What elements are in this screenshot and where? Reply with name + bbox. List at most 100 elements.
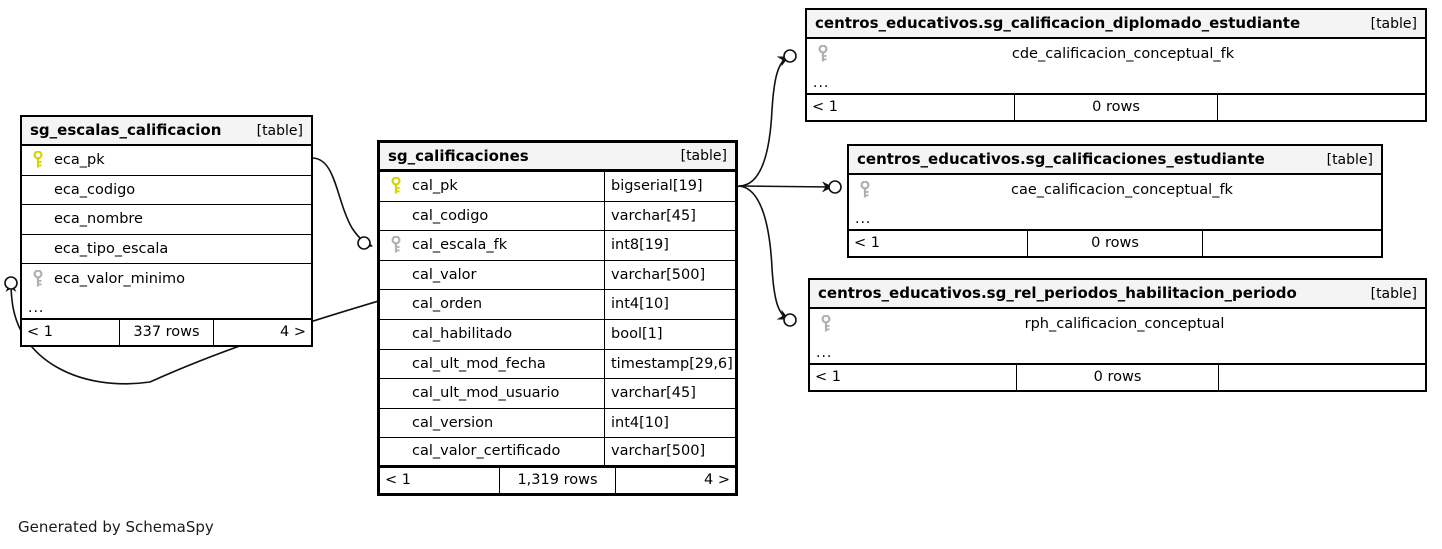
table-header: centros_educativos.sg_rel_periodos_habil… <box>810 280 1425 309</box>
table-row[interactable]: eca_codigo <box>22 175 311 206</box>
table-sg-calificaciones[interactable]: sg_calificaciones [table] cal_pk bigseri… <box>377 140 738 496</box>
next-page-button[interactable]: 4 > <box>704 472 730 489</box>
table-sg-calificacion-diplomado-estudiante[interactable]: centros_educativos.sg_calificacion_diplo… <box>805 8 1427 122</box>
table-name: centros_educativos.sg_calificaciones_est… <box>857 150 1265 168</box>
column-cell: cal_habilitado <box>380 320 604 349</box>
column-cell: cal_ult_mod_usuario <box>380 379 604 408</box>
column-cell: cae_calificacion_conceptual_fk <box>849 175 1381 205</box>
column-name: eca_nombre <box>54 211 143 228</box>
column-name: cal_ult_mod_fecha <box>412 355 546 372</box>
table-sg-rel-periodos-habilitacion-periodo[interactable]: centros_educativos.sg_rel_periodos_habil… <box>808 278 1427 392</box>
column-type: varchar[500] <box>604 438 735 465</box>
table-row[interactable]: cal_ult_mod_fecha timestamp[29,6] <box>380 349 735 380</box>
key-icon-primary <box>30 151 46 169</box>
key-icon-foreign <box>815 44 831 63</box>
more-columns-ellipsis[interactable]: ... <box>807 68 1425 95</box>
table-footer: < 1 0 rows <box>810 364 1425 390</box>
column-name: cal_orden <box>412 296 483 313</box>
column-cell: eca_tipo_escala <box>22 235 311 264</box>
table-row[interactable]: cae_calificacion_conceptual_fk <box>849 175 1381 205</box>
column-name: cal_escala_fk <box>412 237 508 254</box>
column-name: cae_calificacion_conceptual_fk <box>1011 181 1233 198</box>
column-cell: rph_calificacion_conceptual <box>810 309 1425 339</box>
next-page-button[interactable] <box>1203 231 1381 256</box>
column-type: int4[10] <box>604 408 735 438</box>
table-footer: < 1 0 rows <box>807 94 1425 120</box>
prev-page-button[interactable]: < 1 <box>812 98 838 115</box>
column-name: cal_version <box>412 414 494 431</box>
table-row[interactable]: cal_valor_certificado varchar[500] <box>380 438 735 468</box>
table-row[interactable]: cde_calificacion_conceptual_fk <box>807 39 1425 69</box>
table-row[interactable]: eca_tipo_escala <box>22 234 311 265</box>
table-row[interactable]: cal_orden int4[10] <box>380 290 735 320</box>
column-type: int4[10] <box>604 290 735 319</box>
table-sg-escalas-calificacion[interactable]: sg_escalas_calificacion [table] eca_pk <box>20 115 313 347</box>
column-cell: eca_pk <box>22 146 311 175</box>
column-name: eca_valor_minimo <box>54 270 185 287</box>
table-name: centros_educativos.sg_rel_periodos_habil… <box>818 284 1297 302</box>
table-tag: [table] <box>1370 15 1417 32</box>
column-name: cal_habilitado <box>412 326 513 343</box>
more-columns-ellipsis[interactable]: ... <box>849 204 1381 231</box>
table-tag: [table] <box>1370 285 1417 302</box>
row-count: 0 rows <box>1016 364 1219 390</box>
column-cell: eca_valor_minimo <box>22 264 311 294</box>
table-row[interactable]: cal_valor varchar[500] <box>380 260 735 291</box>
column-name: eca_tipo_escala <box>54 240 169 257</box>
table-row[interactable]: eca_valor_minimo <box>22 264 311 294</box>
table-footer: < 1 337 rows 4 > <box>22 319 311 345</box>
column-name: cal_valor <box>412 266 477 283</box>
more-columns-ellipsis[interactable]: ... <box>810 338 1425 365</box>
column-name: cal_valor_certificado <box>412 443 561 460</box>
table-row[interactable]: rph_calificacion_conceptual <box>810 309 1425 339</box>
key-icon-foreign <box>388 236 404 254</box>
column-cell: cal_valor <box>380 261 604 290</box>
table-row[interactable]: eca_nombre <box>22 205 311 235</box>
key-icon-primary <box>388 177 404 195</box>
table-row[interactable]: eca_pk <box>22 146 311 176</box>
table-row[interactable]: cal_version int4[10] <box>380 408 735 439</box>
prev-page-button[interactable]: < 1 <box>815 368 841 385</box>
column-type: bool[1] <box>604 319 735 349</box>
prev-page-button[interactable]: < 1 <box>385 472 411 489</box>
column-type: varchar[500] <box>604 260 735 290</box>
column-cell: cal_codigo <box>380 202 604 231</box>
table-header: sg_calificaciones [table] <box>380 143 735 172</box>
next-page-button[interactable] <box>1218 95 1425 120</box>
column-type: varchar[45] <box>604 379 735 408</box>
column-name: eca_codigo <box>54 181 136 198</box>
row-count: 337 rows <box>119 319 214 345</box>
row-count: 0 rows <box>1014 94 1218 120</box>
next-page-button[interactable]: 4 > <box>280 324 306 341</box>
column-name: cal_ult_mod_usuario <box>412 385 560 402</box>
more-columns-ellipsis[interactable]: ... <box>22 293 311 320</box>
table-header: sg_escalas_calificacion [table] <box>22 117 311 146</box>
next-page-button[interactable] <box>1219 365 1425 390</box>
table-header: centros_educativos.sg_calificaciones_est… <box>849 146 1381 175</box>
column-cell: cal_orden <box>380 290 604 319</box>
column-name: rph_calificacion_conceptual <box>1024 315 1225 332</box>
column-cell: eca_codigo <box>22 176 311 205</box>
column-name: cal_pk <box>412 178 458 195</box>
column-type: bigserial[19] <box>604 172 735 201</box>
table-sg-calificaciones-estudiante[interactable]: centros_educativos.sg_calificaciones_est… <box>847 144 1383 258</box>
table-row[interactable]: cal_escala_fk int8[19] <box>380 231 735 261</box>
key-icon-foreign <box>818 314 834 333</box>
table-row[interactable]: cal_ult_mod_usuario varchar[45] <box>380 379 735 409</box>
column-cell: cal_ult_mod_fecha <box>380 350 604 379</box>
column-type: int8[19] <box>604 231 735 260</box>
column-name: cal_codigo <box>412 207 489 224</box>
table-row[interactable]: cal_pk bigserial[19] <box>380 172 735 202</box>
table-name: centros_educativos.sg_calificacion_diplo… <box>815 14 1301 32</box>
key-icon-foreign <box>30 270 46 288</box>
table-row[interactable]: cal_habilitado bool[1] <box>380 319 735 350</box>
table-footer: < 1 1,319 rows 4 > <box>380 467 735 493</box>
column-cell: eca_nombre <box>22 205 311 234</box>
table-header: centros_educativos.sg_calificacion_diplo… <box>807 10 1425 39</box>
prev-page-button[interactable]: < 1 <box>27 324 53 341</box>
prev-page-button[interactable]: < 1 <box>854 234 880 251</box>
table-row[interactable]: cal_codigo varchar[45] <box>380 201 735 232</box>
edge-cal-pk-to-cae-fk <box>738 180 842 194</box>
column-type: timestamp[29,6] <box>604 349 735 379</box>
